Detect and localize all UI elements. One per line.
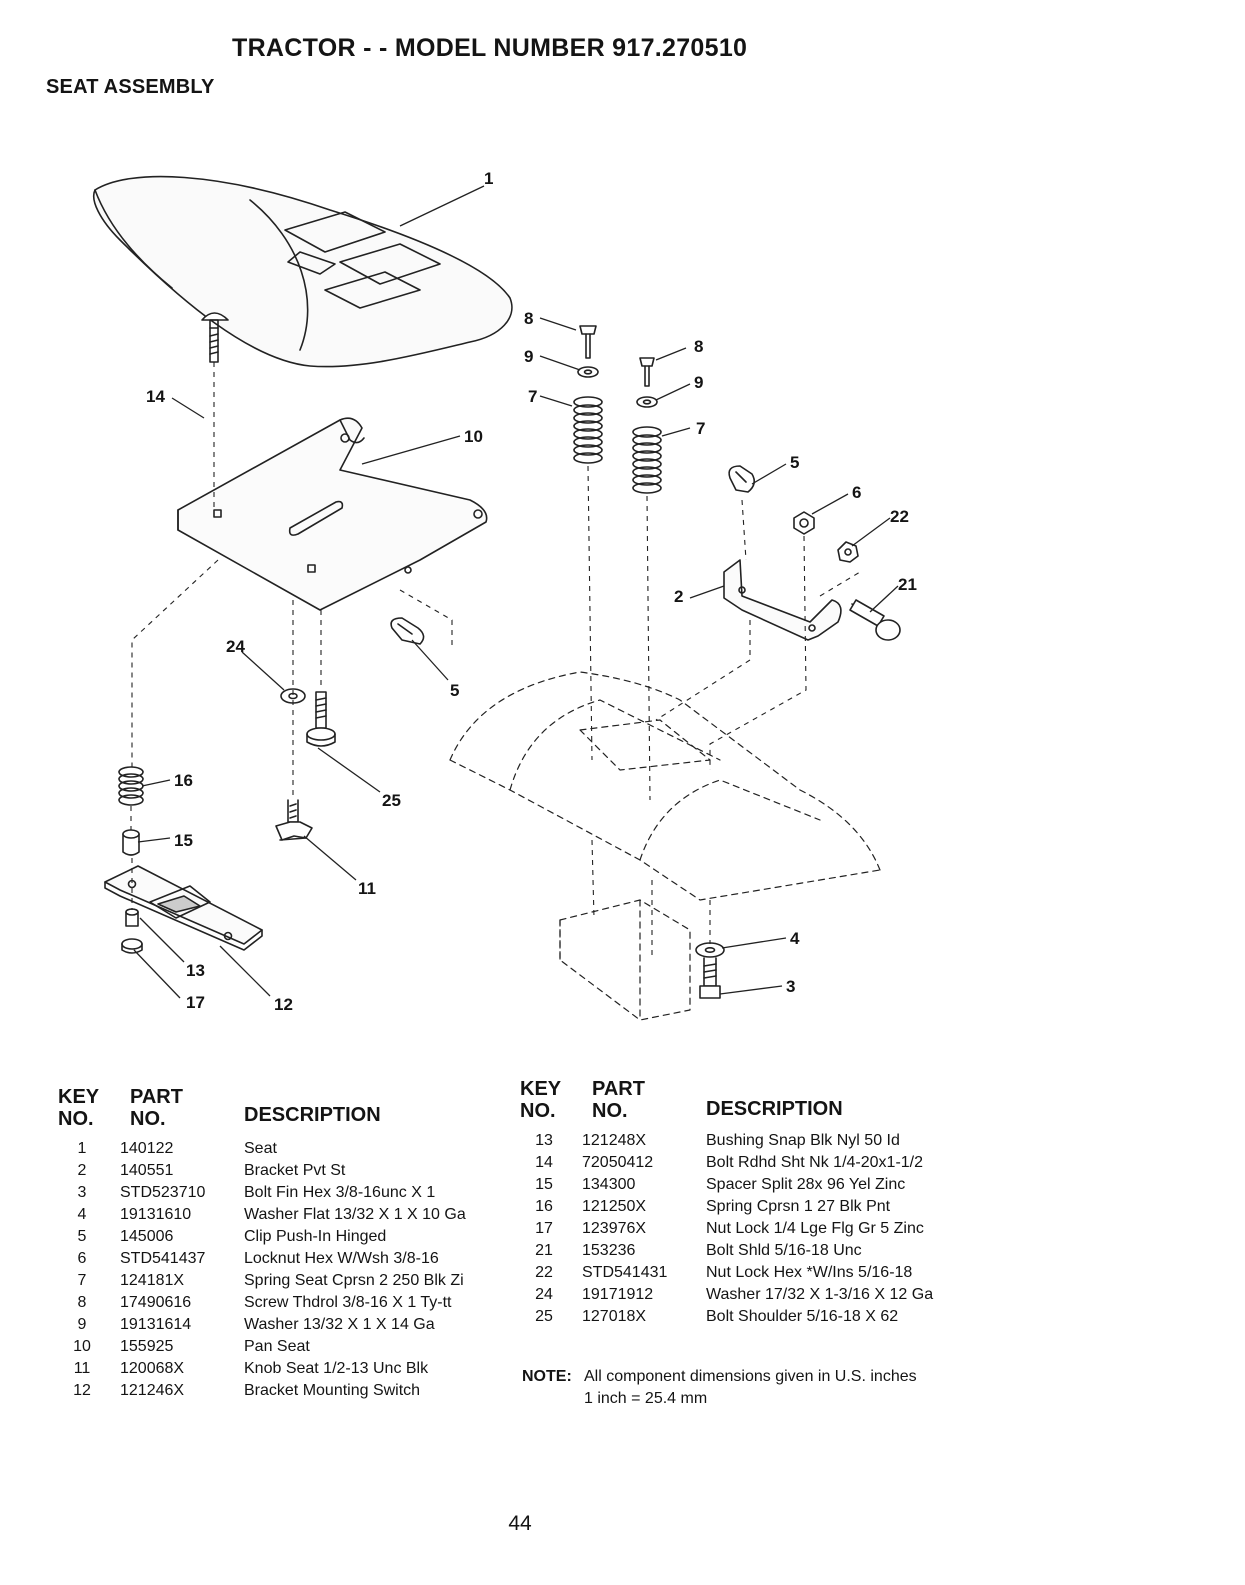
callout-label: 7 <box>696 419 705 438</box>
pan-seat-part <box>177 417 488 611</box>
description-header: DESCRIPTION <box>706 1098 843 1120</box>
callout-label: 7 <box>528 387 537 406</box>
spring-left-part <box>573 396 603 464</box>
callout-label: 5 <box>450 681 459 700</box>
note-label: NOTE: <box>522 1368 572 1385</box>
callout-label: 15 <box>174 831 193 850</box>
callout-label: 24 <box>226 637 245 656</box>
callout-label: 8 <box>694 337 703 356</box>
section-title: SEAT ASSEMBLY <box>46 76 215 98</box>
callout-label: 17 <box>186 993 205 1012</box>
page-number: 44 <box>508 1512 532 1535</box>
callout-label: 10 <box>464 427 483 446</box>
callout-label: 21 <box>898 575 917 594</box>
callout-label: 14 <box>146 387 165 406</box>
callout-label: 12 <box>274 995 293 1014</box>
note-line-2: 1 inch = 25.4 mm <box>584 1390 708 1407</box>
callout-labels: 1 14 10 8 9 7 8 9 7 5 6 22 2 21 24 5 16 … <box>146 169 917 1014</box>
description-header: DESCRIPTION <box>244 1104 381 1126</box>
callout-label: 9 <box>694 373 703 392</box>
tractor-frame-part <box>449 671 881 1021</box>
callout-label: 2 <box>674 587 683 606</box>
callout-label: 8 <box>524 309 533 328</box>
callout-label: 6 <box>852 483 861 502</box>
callout-label: 4 <box>790 929 800 948</box>
page-title: TRACTOR - - MODEL NUMBER 917.270510 <box>232 34 748 62</box>
callout-label: 5 <box>790 453 799 472</box>
spring-right-part <box>632 426 662 494</box>
callout-label: 9 <box>524 347 533 366</box>
callout-label: 13 <box>186 961 205 980</box>
note-line-1: All component dimensions given in U.S. i… <box>584 1368 917 1385</box>
callout-label: 11 <box>358 879 376 898</box>
seat-assembly-diagram: 1 14 10 8 9 7 8 9 7 5 6 22 2 21 24 5 16 … <box>93 169 917 1021</box>
callout-label: 25 <box>382 791 401 810</box>
seat-part <box>93 175 513 368</box>
callout-label: 1 <box>484 169 493 188</box>
small-spring-part <box>118 766 144 806</box>
carriage-bolt-part <box>201 312 229 363</box>
callout-label: 16 <box>174 771 193 790</box>
callout-label: 22 <box>890 507 909 526</box>
callout-label: 3 <box>786 977 795 996</box>
